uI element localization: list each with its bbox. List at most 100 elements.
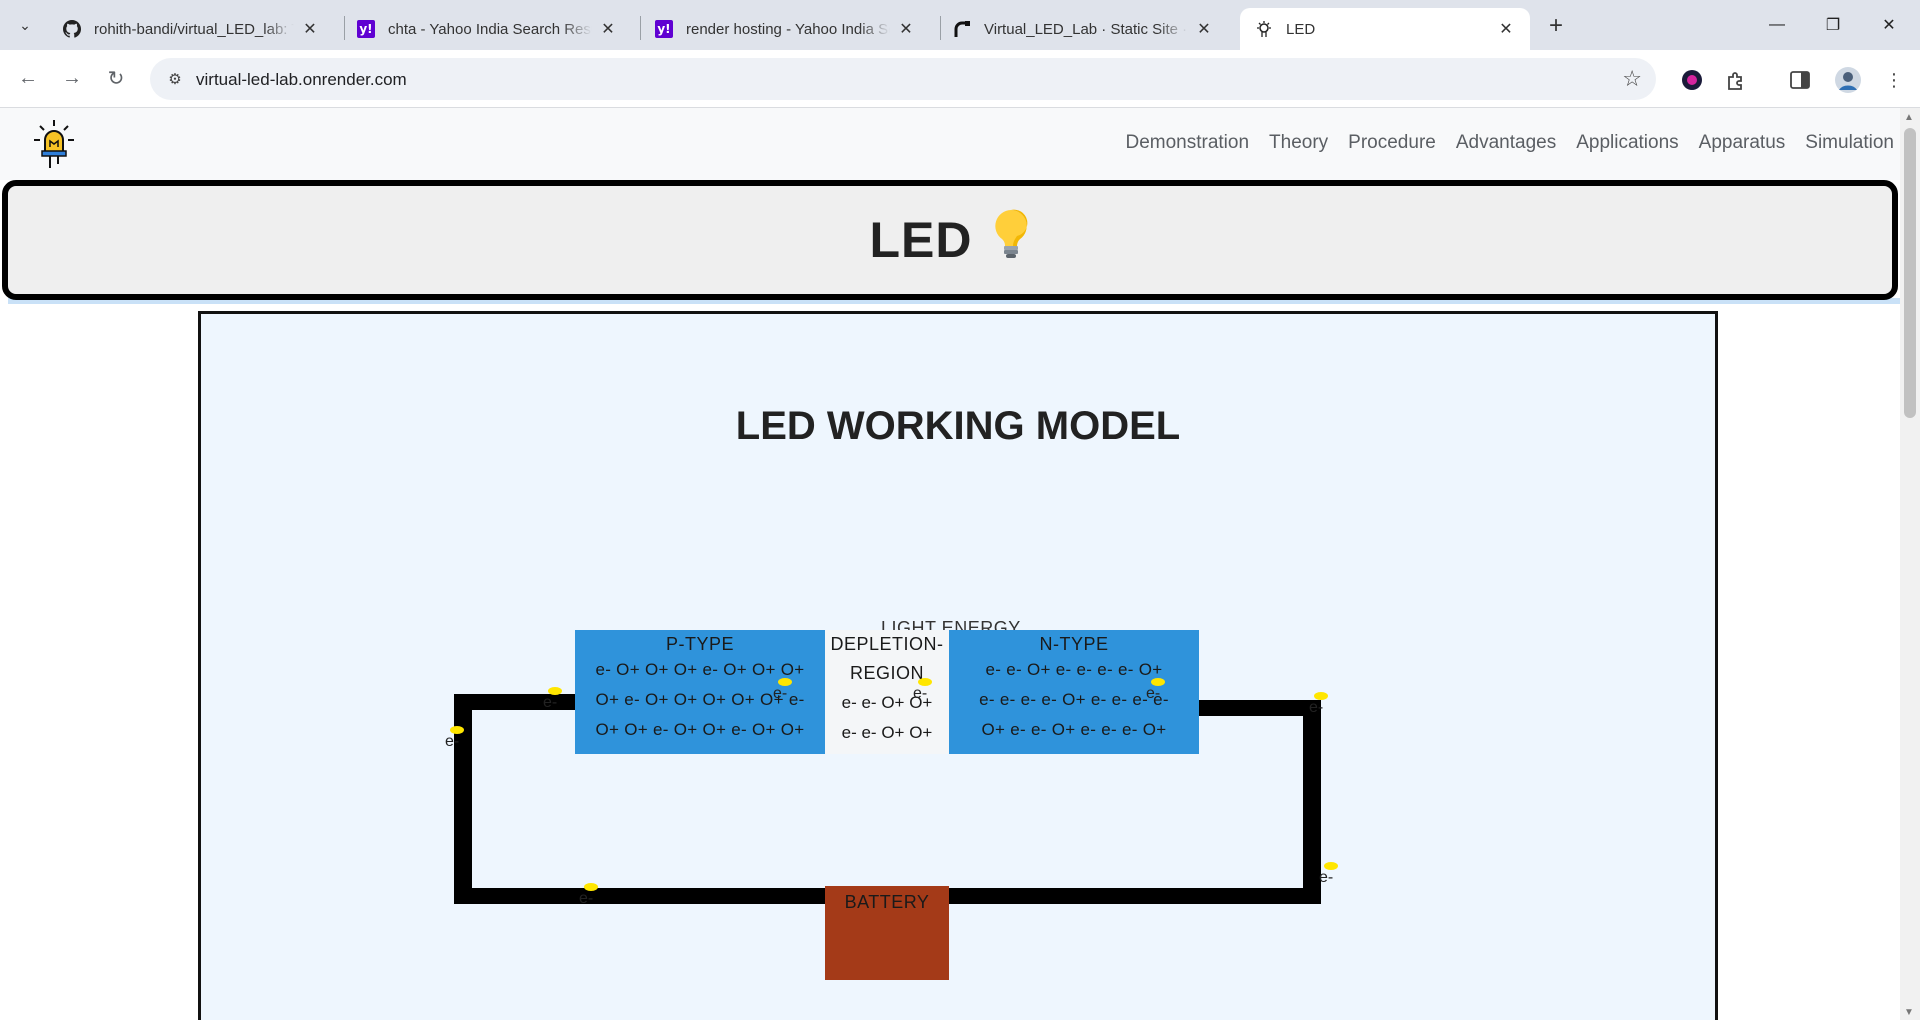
page-title: LED	[870, 207, 1031, 273]
site-info-icon[interactable]: ⚙	[168, 71, 182, 88]
page-viewport: Demonstration Theory Procedure Advantage…	[0, 108, 1900, 1020]
electron-particle: e-	[1309, 692, 1335, 718]
tab-title: rohith-bandi/virtual_LED_lab: Th	[94, 20, 294, 38]
restore-window-icon[interactable]: ❐	[1825, 17, 1841, 34]
close-icon[interactable]: ✕	[1499, 21, 1513, 38]
nav-link-demonstration[interactable]: Demonstration	[1125, 132, 1250, 153]
electron-particle: e-	[1146, 678, 1172, 704]
electron-particle: e-	[773, 678, 799, 704]
back-arrow-icon[interactable]: ←	[18, 66, 38, 89]
tab-title: Virtual_LED_Lab · Static Site · Render	[984, 20, 1188, 38]
charge-row: O+ e- O+ O+ O+ O+ O+ e-	[595, 690, 805, 709]
electron-dot	[1151, 678, 1165, 686]
github-icon	[62, 19, 82, 39]
charge-row: O+ e- e- O+ e- e- e- O+	[981, 720, 1167, 739]
circuit-wire-right	[1303, 700, 1321, 904]
tab-title: LED	[1286, 20, 1316, 38]
led-favicon-icon	[1254, 19, 1274, 39]
scroll-up-arrow-icon[interactable]: ▲	[1904, 112, 1914, 123]
browser-tab-yahoo-chta[interactable]: y! chta - Yahoo India Search Results ✕	[342, 8, 632, 50]
tab-separator	[940, 16, 941, 40]
yahoo-icon: y!	[356, 19, 376, 39]
tab-title: render hosting - Yahoo India Search	[686, 20, 890, 38]
nav-link-theory[interactable]: Theory	[1269, 132, 1329, 153]
electron-dot	[450, 726, 464, 734]
electron-label: e-	[445, 733, 460, 750]
tab-separator	[344, 16, 345, 40]
electron-dot	[584, 883, 598, 891]
p-type-label: P-TYPE	[665, 634, 734, 654]
address-bar[interactable]: ⚙ virtual-led-lab.onrender.com ☆	[150, 58, 1656, 100]
new-tab-plus-icon[interactable]: +	[1548, 12, 1563, 39]
n-type-block: N-TYPE e- e- O+ e- e- e- e- O+ e- e- e- …	[949, 630, 1199, 754]
led-working-model-panel: LED WORKING MODEL LIGHT ENERGY P-TYPE e-…	[198, 311, 1718, 1020]
electron-label: e-	[773, 685, 788, 702]
electron-label: e-	[543, 694, 558, 711]
close-icon[interactable]: ✕	[1197, 21, 1211, 38]
nav-link-advantages[interactable]: Advantages	[1455, 132, 1557, 153]
tab-title: chta - Yahoo India Search Results	[388, 20, 592, 38]
charge-row: e- e- O+ O+	[841, 723, 933, 742]
page-scrollbar[interactable]: ▲ ▼	[1900, 108, 1920, 1020]
electron-dot	[1324, 862, 1338, 870]
depletion-label-line2: REGION	[849, 663, 924, 683]
site-nav-links: Demonstration Theory Procedure Advantage…	[1125, 132, 1894, 154]
browser-tab-strip: ⌄ rohith-bandi/virtual_LED_lab: Th ✕ y! …	[0, 0, 1920, 50]
close-icon[interactable]: ✕	[601, 21, 615, 38]
nav-link-apparatus[interactable]: Apparatus	[1698, 132, 1786, 153]
electron-dot	[548, 687, 562, 695]
nav-link-procedure[interactable]: Procedure	[1348, 132, 1436, 153]
nav-link-simulation[interactable]: Simulation	[1805, 132, 1894, 153]
close-icon[interactable]: ✕	[899, 21, 913, 38]
p-type-block: P-TYPE e- O+ O+ O+ e- O+ O+ O+ O+ e- O+ …	[575, 630, 825, 754]
electron-particle: e-	[543, 687, 569, 713]
electron-particle: e-	[579, 883, 605, 909]
scroll-down-arrow-icon[interactable]: ▼	[1904, 1007, 1914, 1018]
hero-underline	[8, 298, 1900, 304]
tab-search-chevron-icon[interactable]: ⌄	[19, 16, 31, 33]
charge-row: e- e- O+ e- e- e- e- O+	[985, 660, 1163, 679]
site-navbar: Demonstration Theory Procedure Advantage…	[0, 108, 1900, 180]
bookmark-star-icon[interactable]: ☆	[1622, 66, 1642, 91]
browser-toolbar: ← → ↻ ⚙ virtual-led-lab.onrender.com ☆ ⋮	[0, 50, 1920, 108]
charge-row: O+ O+ e- O+ O+ e- O+ O+	[595, 720, 805, 739]
depletion-label-line1: DEPLETION-	[830, 634, 944, 654]
forward-arrow-icon[interactable]: →	[62, 66, 82, 89]
hero-banner: LED	[2, 180, 1898, 300]
charge-row: e- O+ O+ O+ e- O+ O+ O+	[595, 660, 805, 679]
electron-dot	[1314, 692, 1328, 700]
led-logo-icon[interactable]	[28, 118, 80, 170]
electron-label: e-	[1319, 869, 1334, 886]
circuit-wire-left	[454, 694, 472, 904]
hero-title-text: LED	[869, 212, 973, 268]
electron-label: e-	[913, 685, 928, 702]
electron-label: e-	[1309, 699, 1324, 716]
model-title: LED WORKING MODEL	[735, 404, 1181, 448]
browser-tab-github[interactable]: rohith-bandi/virtual_LED_lab: Th ✕	[48, 8, 334, 50]
browser-menu-icon[interactable]: ⋮	[1885, 69, 1903, 90]
scrollbar-thumb[interactable]	[1904, 128, 1916, 418]
n-type-label: N-TYPE	[1039, 634, 1109, 654]
bulb-icon	[991, 207, 1031, 273]
extensions-puzzle-icon[interactable]	[1722, 66, 1750, 94]
tab-separator	[640, 16, 641, 40]
nav-link-applications[interactable]: Applications	[1576, 132, 1679, 153]
browser-tab-yahoo-render[interactable]: y! render hosting - Yahoo India Search ✕	[640, 8, 930, 50]
electron-particle: e-	[1319, 862, 1345, 888]
reload-icon[interactable]: ↻	[107, 67, 125, 90]
depletion-region-block: DEPLETION- REGION e- e- O+ O+ e- e- O+ O…	[825, 630, 949, 754]
close-window-icon[interactable]: ✕	[1882, 17, 1896, 34]
close-icon[interactable]: ✕	[303, 21, 317, 38]
profile-avatar[interactable]	[1834, 66, 1862, 94]
electron-particle: e-	[445, 726, 471, 752]
battery-block: BATTERY	[825, 886, 949, 980]
minimize-icon[interactable]: —	[1769, 16, 1785, 33]
electron-particle: e-	[913, 678, 939, 704]
side-panel-icon[interactable]	[1786, 66, 1814, 94]
browser-tab-render[interactable]: Virtual_LED_Lab · Static Site · Render ✕	[938, 8, 1228, 50]
charge-row: e- e- e- e- O+ e- e- e- e-	[979, 690, 1169, 709]
battery-label: BATTERY	[844, 892, 930, 912]
extension-badge-icon[interactable]	[1678, 66, 1706, 94]
browser-tab-led-active[interactable]: LED ✕	[1240, 8, 1530, 50]
url-text[interactable]: virtual-led-lab.onrender.com	[196, 70, 407, 89]
